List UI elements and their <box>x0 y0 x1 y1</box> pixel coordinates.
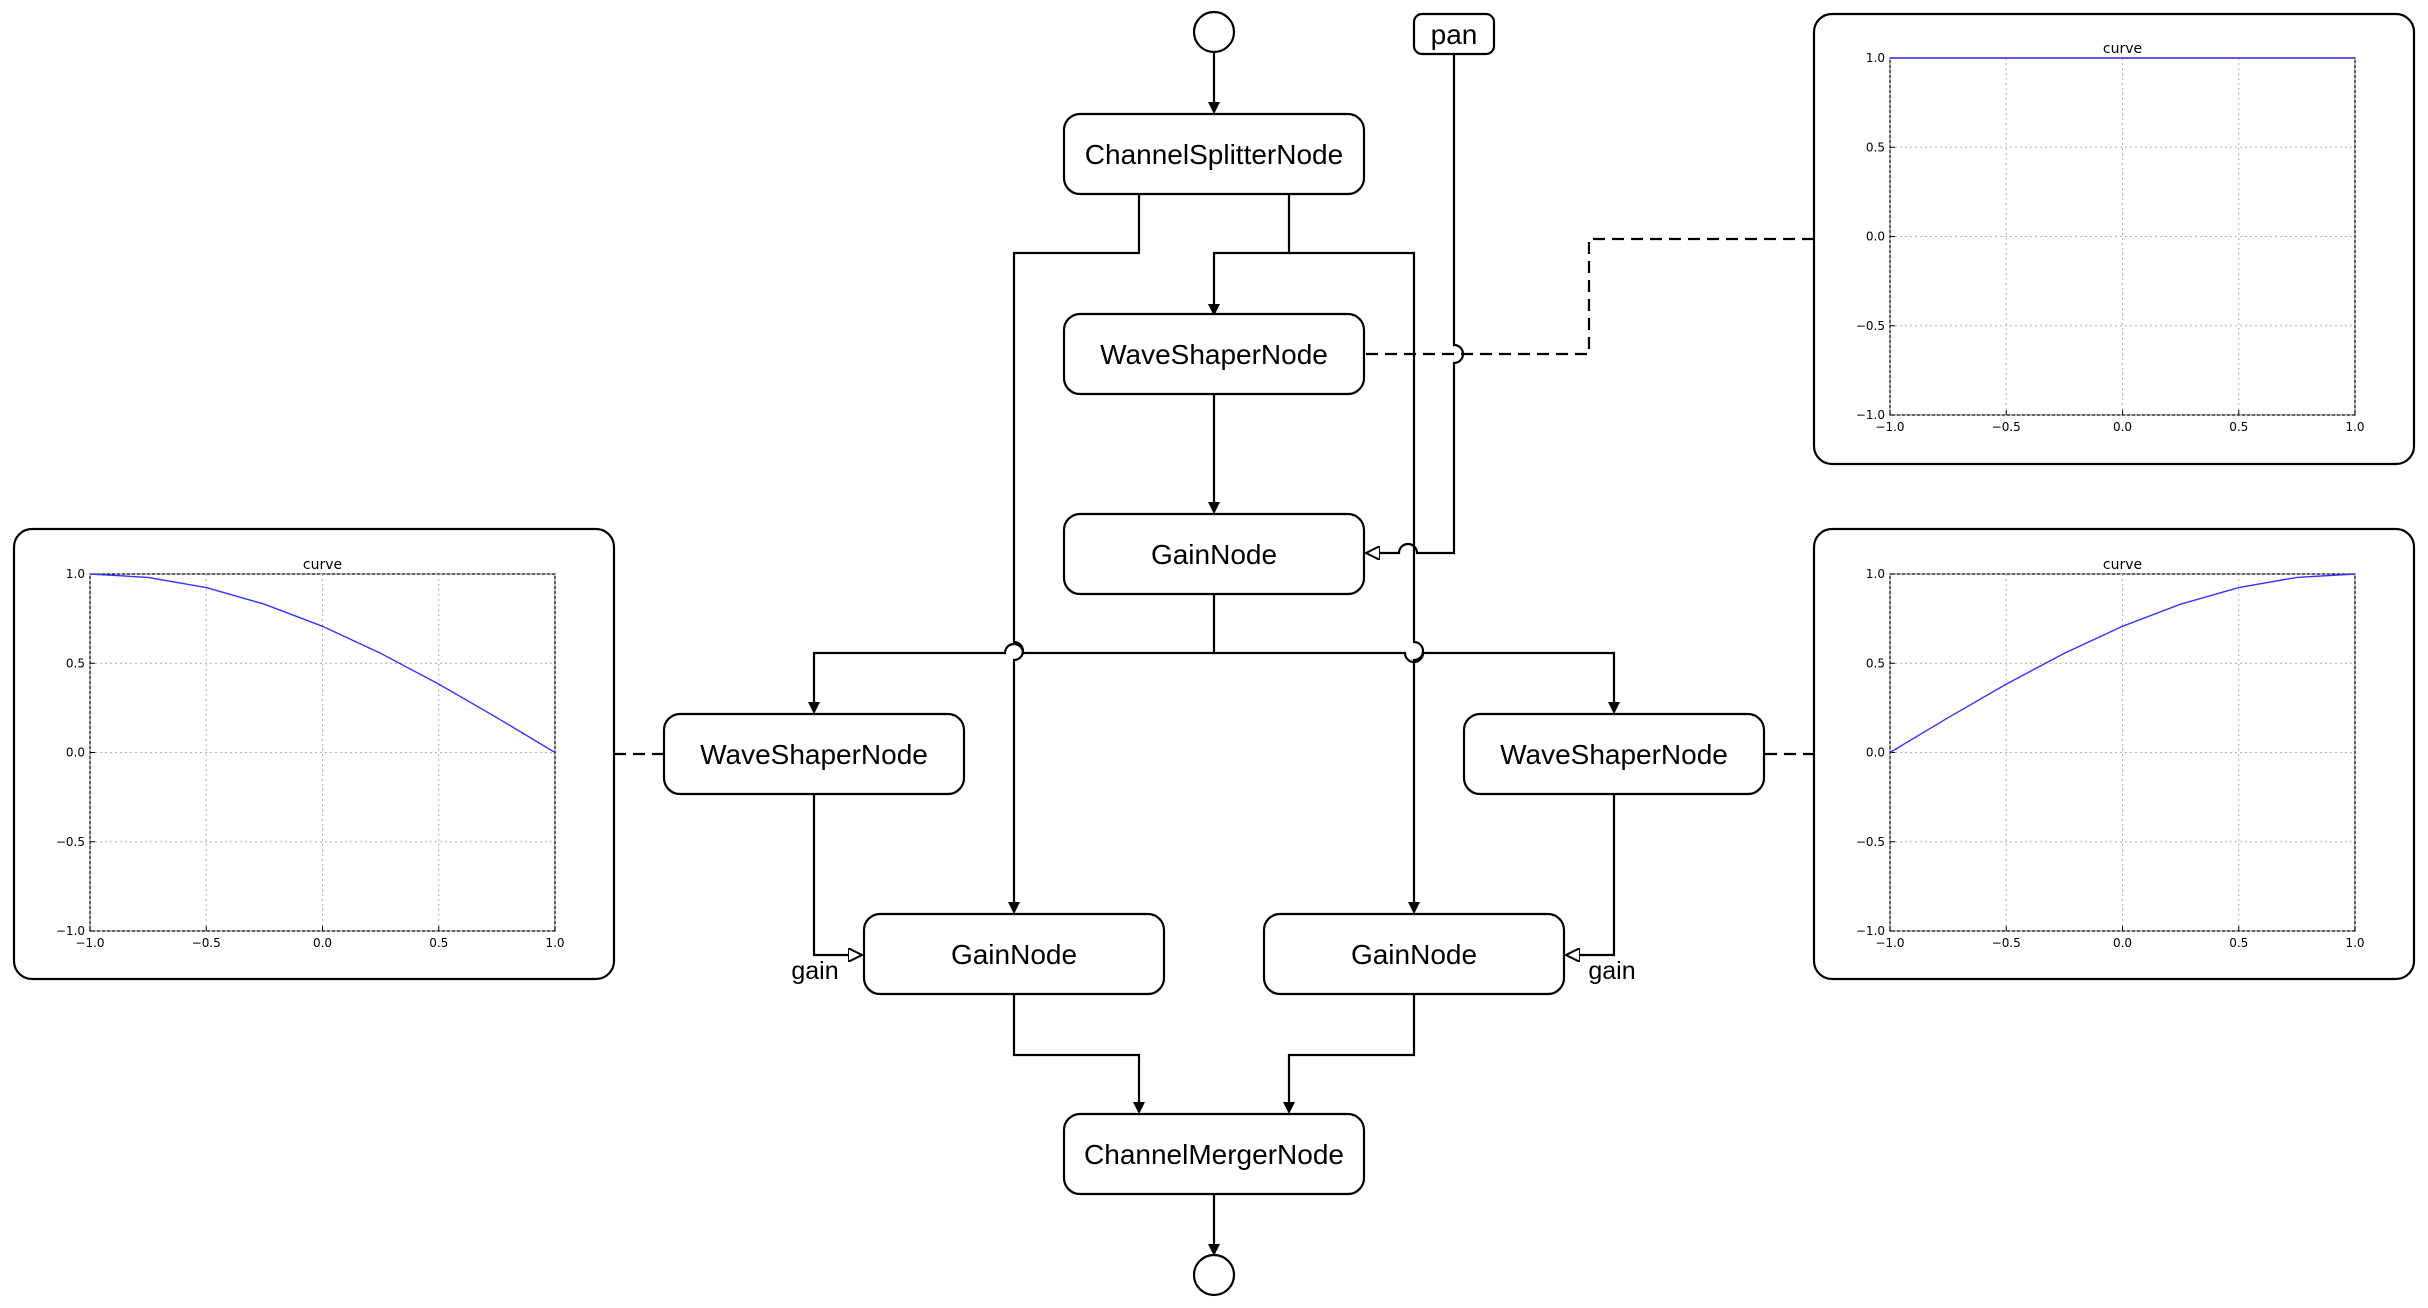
chart-2-ytick-label-4: −1.0 <box>1856 924 1885 938</box>
input-terminal <box>1192 10 1236 54</box>
node-channel-splitter: ChannelSplitterNode <box>1062 112 1366 196</box>
node-pan-label: pan <box>1431 19 1478 50</box>
node-gain-left: GainNode <box>862 912 1166 996</box>
node-pan: pan <box>1412 12 1496 56</box>
node-waveshaper-left: WaveShaperNode <box>662 712 966 796</box>
edge-gain-left-merger <box>1012 995 1145 1114</box>
chart-2-xtick-label-0: −1.0 <box>1875 936 1904 950</box>
chart-2-ytick-label-1: 0.5 <box>1866 656 1885 670</box>
edges <box>808 52 1620 1256</box>
chart-1-title: curve <box>303 557 342 573</box>
node-gain-top: GainNode <box>1062 512 1366 596</box>
chart-1-xtick-label-3: 0.5 <box>429 936 448 950</box>
chart-0-plot-area <box>1889 57 2356 416</box>
curve-links <box>614 237 1813 756</box>
chart-2-xtick-label-3: 0.5 <box>2229 936 2248 950</box>
node-waveshaper-right-label: WaveShaperNode <box>1500 739 1728 770</box>
chart-0-ytick-label-2: 0.0 <box>1866 230 1885 244</box>
node-gain-left-label: GainNode <box>951 939 1077 970</box>
output-terminal <box>1192 1253 1236 1297</box>
curve-panel-right: −1.0 −0.5 0.0 0.5 1.0 1.0 0.5 0.0 −0.5 −1.0 curve <box>1812 527 2416 981</box>
node-waveshaper-left-label: WaveShaperNode <box>700 739 928 770</box>
chart-1-plot-area <box>89 573 556 932</box>
chart-0-xtick-label-0: −1.0 <box>1875 420 1904 434</box>
chart-1-ytick-label-3: −0.5 <box>56 835 85 849</box>
chart-2-plot-area <box>1889 573 2356 932</box>
edge-splitter-shaper-top <box>1208 195 1291 316</box>
chart-2-ytick-label-0: 1.0 <box>1866 567 1885 581</box>
edge-gain-top-branch-right <box>1214 651 1620 714</box>
chart-0-xtick-label-3: 0.5 <box>2229 420 2248 434</box>
node-gain-right-label: GainNode <box>1351 939 1477 970</box>
curve-panel-top-right: −1.0 −0.5 0.0 0.5 1.0 1.0 0.5 0.0 −0.5 −1.0 curve <box>1812 12 2416 466</box>
chart-0-xtick-label-2: 0.0 <box>2113 420 2132 434</box>
node-gain-right: GainNode <box>1262 912 1566 996</box>
chart-2-xtick-label-1: −0.5 <box>1992 936 2021 950</box>
node-channel-merger: ChannelMergerNode <box>1062 1112 1366 1196</box>
chart-1-ytick-label-2: 0.0 <box>66 746 85 760</box>
chart-0-xtick-label-1: −0.5 <box>1992 420 2021 434</box>
chart-1-ytick-label-0: 1.0 <box>66 567 85 581</box>
chart-1-series-line-0 <box>89 573 556 754</box>
edge-label-gain-left: gain <box>791 957 838 985</box>
edge-label-gain-right: gain <box>1588 957 1635 985</box>
edge-gain-top-branch <box>808 593 1216 714</box>
curve-panel-left: −1.0 −0.5 0.0 0.5 1.0 1.0 0.5 0.0 −0.5 −1.0 curve <box>12 527 616 981</box>
chart-1-xtick-label-1: −0.5 <box>192 936 221 950</box>
chart-1-xtick-label-4: 1.0 <box>545 936 564 950</box>
chart-1-ytick-label-1: 0.5 <box>66 656 85 670</box>
chart-0-title: curve <box>2103 41 2142 57</box>
chart-2-title: curve <box>2103 557 2142 573</box>
chart-0-ytick-label-1: 0.5 <box>1866 140 1885 154</box>
chart-2-ytick-label-3: −0.5 <box>1856 835 1885 849</box>
chart-1-xtick-label-2: 0.0 <box>313 936 332 950</box>
node-channel-merger-label: ChannelMergerNode <box>1084 1139 1344 1170</box>
chart-0-ytick-label-4: −1.0 <box>1856 408 1885 422</box>
edge-splitter-gain-right <box>1289 251 1425 914</box>
dash-shaper-top-panel <box>1366 237 1813 356</box>
edge-pan-gain-top <box>1366 54 1465 553</box>
edge-shaper-left-gain-left <box>812 795 862 955</box>
chart-2-xtick-label-4: 1.0 <box>2345 936 2364 950</box>
chart-2-xtick-label-2: 0.0 <box>2113 936 2132 950</box>
node-waveshaper-right: WaveShaperNode <box>1462 712 1766 796</box>
node-waveshaper-top-label: WaveShaperNode <box>1100 339 1328 370</box>
node-waveshaper-top: WaveShaperNode <box>1062 312 1366 396</box>
chart-0-ytick-label-0: 1.0 <box>1866 51 1885 65</box>
chart-1-ytick-label-4: −1.0 <box>56 924 85 938</box>
chart-2-series-line-0 <box>1889 573 2356 754</box>
chart-2-ytick-label-2: 0.0 <box>1866 746 1885 760</box>
edge-gain-right-merger <box>1283 995 1416 1114</box>
node-channel-splitter-label: ChannelSplitterNode <box>1085 139 1343 170</box>
chart-0-xtick-label-4: 1.0 <box>2345 420 2364 434</box>
node-gain-top-label: GainNode <box>1151 539 1277 570</box>
chart-0-ytick-label-3: −0.5 <box>1856 319 1885 333</box>
edge-shaper-right-gain-right <box>1566 795 1616 955</box>
chart-1-xtick-label-0: −1.0 <box>75 936 104 950</box>
